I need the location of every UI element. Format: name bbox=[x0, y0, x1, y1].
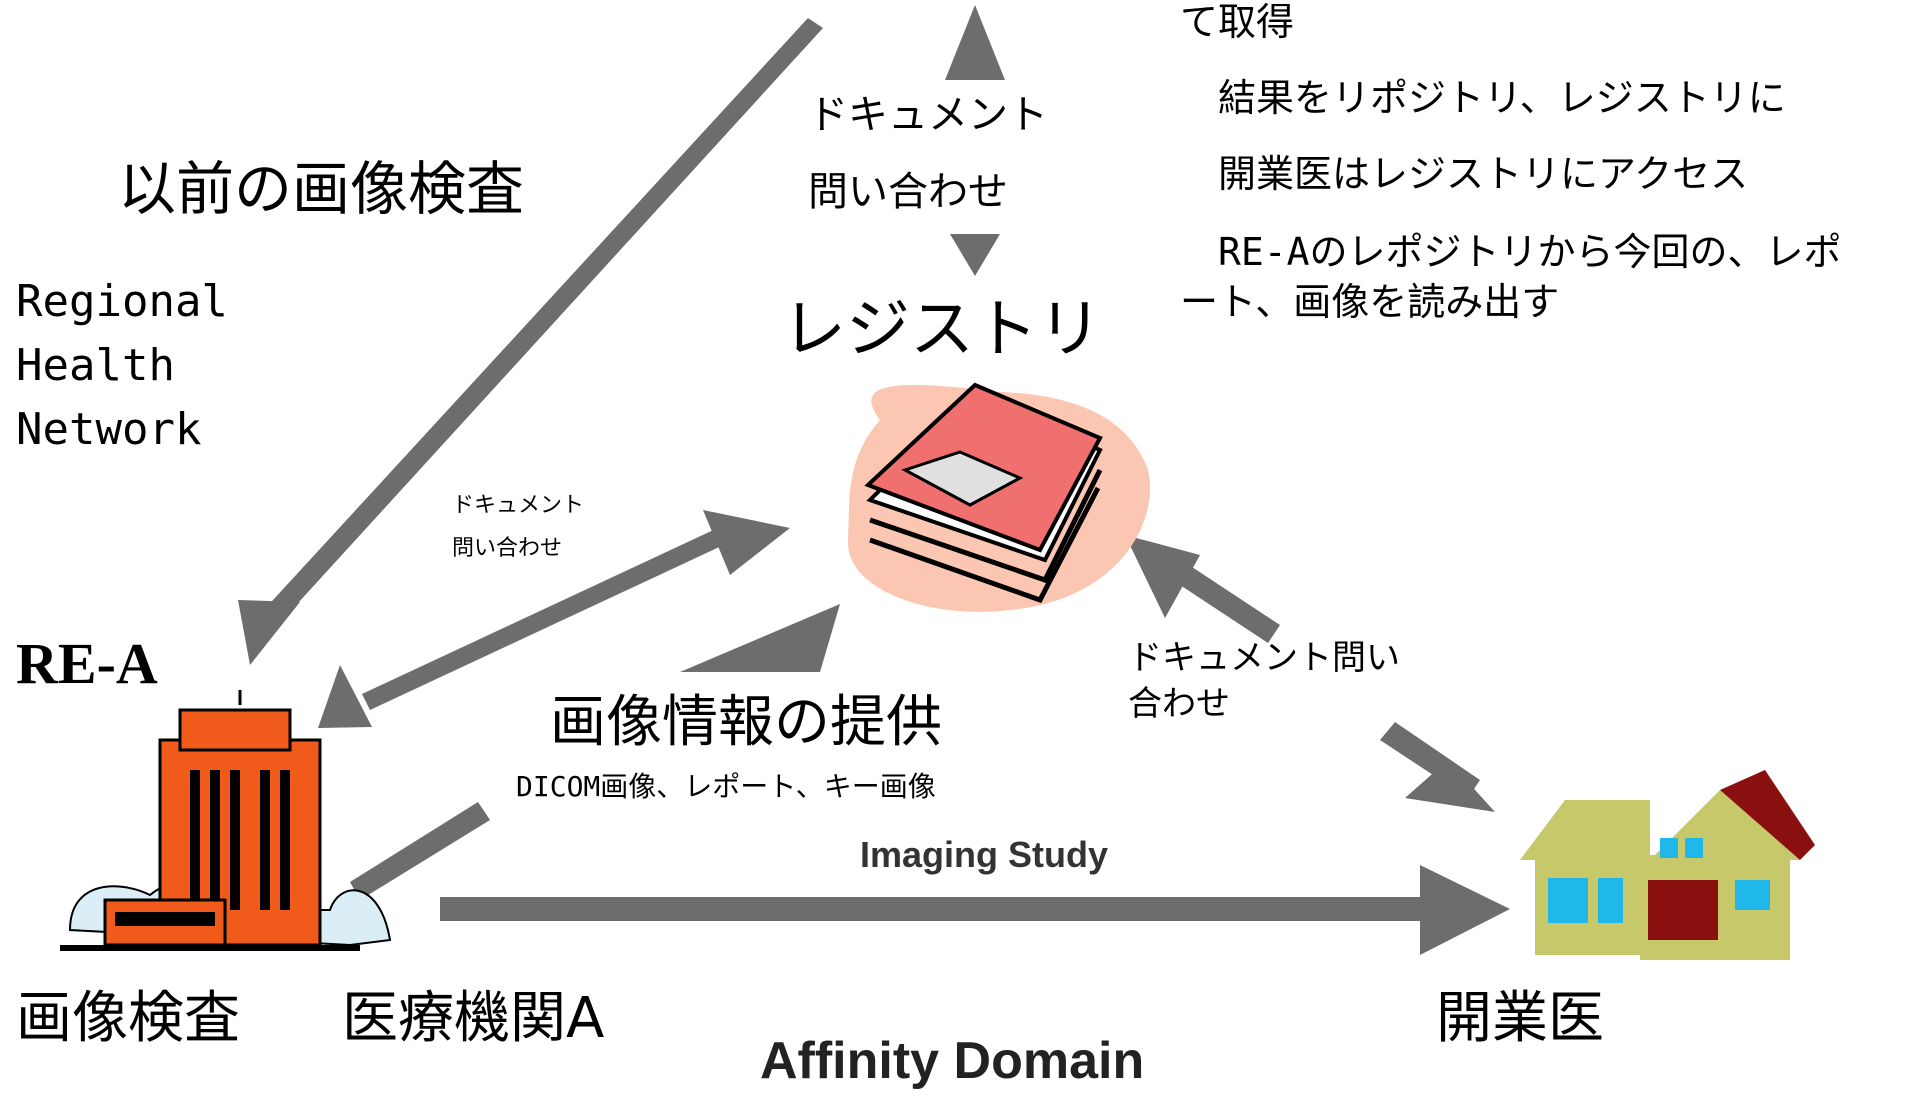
registry-book-icon bbox=[847, 382, 1151, 612]
doc-query-top-line2: 問い合わせ bbox=[808, 169, 1008, 215]
image-info-sub-label: DICOM画像、レポート、キー画像 bbox=[516, 770, 936, 803]
previous-exam-label: 以前の画像検査 bbox=[118, 155, 525, 223]
arrow-clinic-registry-query bbox=[1125, 535, 1495, 812]
note-line-1: て取得 bbox=[1180, 0, 1295, 44]
arrow-imaging-study bbox=[440, 865, 1510, 955]
hospital-building-icon bbox=[60, 690, 392, 951]
house-icon bbox=[1520, 770, 1815, 960]
arrow-previous-exam bbox=[238, 18, 823, 665]
re-a-label: RE-A bbox=[16, 631, 158, 696]
note-line-5: ート、画像を読み出す bbox=[1180, 280, 1560, 324]
arrow-registry-query-vertical bbox=[945, 5, 1005, 276]
doc-query-right-line2: 合わせ bbox=[1128, 684, 1230, 724]
note-line-4: RE-Aのレポジトリから今回の、レポ bbox=[1218, 230, 1842, 274]
exam-label: 画像検査 bbox=[16, 986, 240, 1051]
arrow-rea-registry-query bbox=[318, 510, 790, 728]
image-info-label: 画像情報の提供 bbox=[550, 690, 942, 755]
health-label: Health bbox=[16, 340, 175, 391]
arrow-image-info bbox=[350, 604, 840, 900]
doc-query-left-line2: 問い合わせ bbox=[452, 536, 563, 561]
registry-label: レジストリ bbox=[782, 293, 1102, 367]
note-line-3: 開業医はレジストリにアクセス bbox=[1218, 152, 1749, 196]
note-line-2: 結果をリポジトリ、レジストリに bbox=[1218, 76, 1786, 120]
regional-label: Regional bbox=[16, 276, 228, 327]
hospital-label: 医療機関A bbox=[342, 986, 605, 1051]
network-label: Network bbox=[16, 404, 202, 455]
affinity-domain-label: Affinity Domain bbox=[760, 1032, 1145, 1090]
clinic-label: 開業医 bbox=[1436, 986, 1604, 1051]
doc-query-top-line1: ドキュメント bbox=[808, 92, 1048, 138]
doc-query-left-line1: ドキュメント bbox=[452, 493, 585, 518]
imaging-study-label: Imaging Study bbox=[860, 834, 1109, 875]
doc-query-right-line1: ドキュメント問い bbox=[1128, 638, 1400, 678]
